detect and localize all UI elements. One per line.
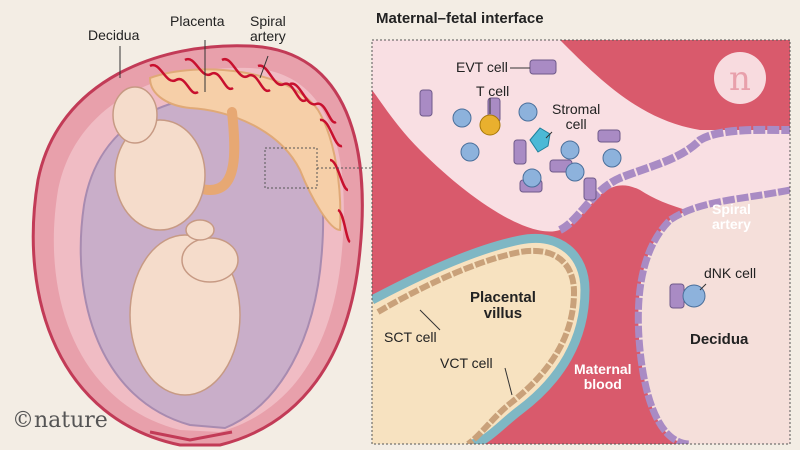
uterus-illustration (31, 40, 372, 447)
label-stromal-cell: Stromal cell (552, 101, 601, 132)
label-decidua: Decidua (88, 27, 140, 43)
spiral-arteries (149, 57, 351, 244)
nature-logo-mark (714, 52, 766, 104)
label-placental-villus: Placental villus (470, 289, 536, 322)
panel-border (371, 39, 791, 445)
evt-cell (513, 139, 527, 165)
immune-cell (452, 108, 472, 128)
stromal-cell (529, 127, 551, 153)
immune-cell (518, 102, 538, 122)
sct-layer (372, 234, 590, 444)
nature-logo-letter: n (729, 59, 751, 99)
immune-cell (522, 168, 542, 188)
label-spiral-artery: Spiral artery (712, 201, 751, 232)
evt-cell (419, 89, 433, 117)
label-spiral-artery-left: Spiral artery (250, 13, 286, 44)
immune-cell (460, 142, 480, 162)
immune-cell (560, 140, 580, 160)
label-dnk-cell: dNK cell (704, 265, 757, 281)
dnk-cell-body (682, 284, 706, 308)
label-evt-cell: EVT cell (456, 59, 508, 75)
evt-cell (583, 177, 597, 201)
label-t-cell: T cell (476, 83, 510, 99)
label-placenta: Placenta (170, 13, 225, 29)
decidua-border (634, 186, 790, 444)
vct-layer (376, 247, 578, 444)
immune-cells (452, 102, 706, 308)
label-sct-cell: SCT cell (384, 329, 437, 345)
evt-cell (529, 59, 557, 75)
immune-cell (602, 148, 622, 168)
decidua-region (638, 190, 790, 444)
placenta (148, 68, 342, 232)
evt-cell (669, 283, 685, 309)
label-decidua-panel: Decidua (690, 331, 749, 348)
interface-panel: n (372, 40, 790, 444)
fetus (112, 86, 241, 396)
label-maternal-blood: Maternal blood (574, 361, 632, 392)
label-vct-cell: VCT cell (440, 355, 493, 371)
cervix (149, 430, 233, 442)
t-cell (479, 114, 501, 136)
immune-cell (565, 162, 585, 182)
evt-cell (597, 129, 621, 143)
artery-wall (557, 125, 790, 234)
nature-credit: ©nature (12, 408, 108, 433)
panel-title: Maternal–fetal interface (376, 10, 544, 27)
spiral-artery-lumen (372, 40, 790, 232)
